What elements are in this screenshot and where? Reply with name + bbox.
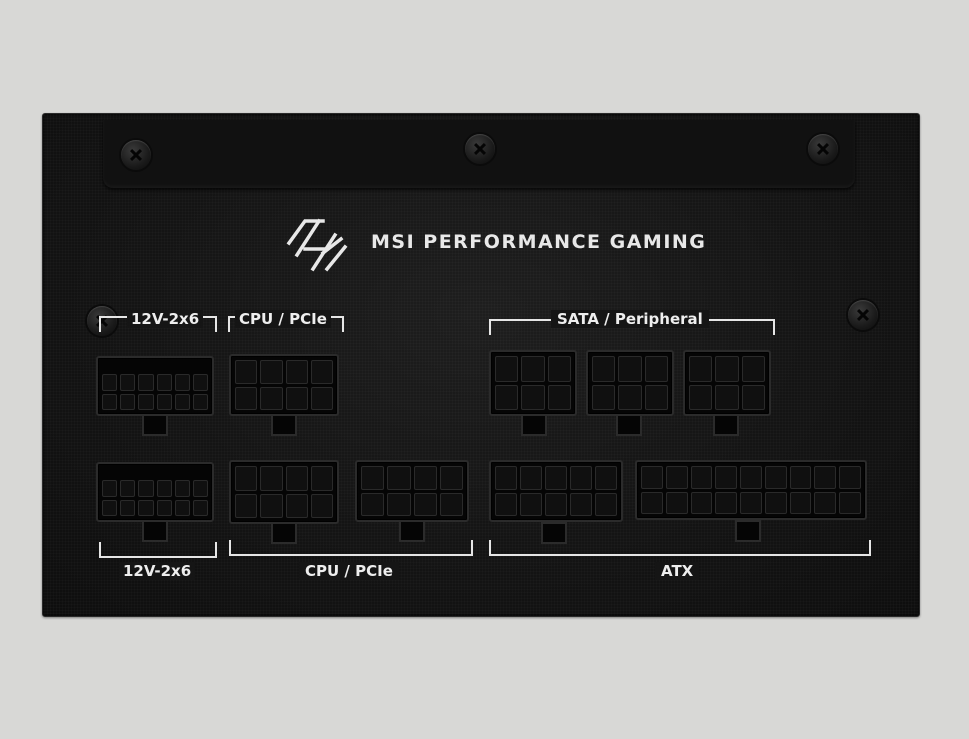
connector-12v-2x6	[96, 462, 214, 522]
connector-latch	[541, 522, 567, 544]
label-bracket	[229, 540, 473, 556]
connector-latch	[713, 414, 739, 436]
screw-icon	[121, 140, 151, 170]
connector-cpu-pcie	[229, 460, 339, 524]
label-12v-2x6-bottom: 12V-2x6	[119, 562, 196, 580]
connector-latch	[271, 522, 297, 544]
connector-latch	[521, 414, 547, 436]
label-12v-2x6-top: 12V-2x6	[127, 310, 204, 328]
screw-icon	[87, 306, 117, 336]
connector-sata-peripheral	[489, 350, 577, 416]
connector-latch	[399, 520, 425, 542]
connector-cpu-pcie	[229, 354, 339, 416]
connector-latch	[142, 520, 168, 542]
label-atx: ATX	[655, 562, 700, 580]
label-bracket	[489, 540, 871, 556]
psu-rear-panel: MSI PERFORMANCE GAMING 12V-2x6 CPU / PCI…	[42, 113, 920, 617]
connector-latch	[142, 414, 168, 436]
connector-latch	[271, 414, 297, 436]
connector-sata-peripheral	[586, 350, 674, 416]
connector-cpu-pcie	[355, 460, 469, 522]
label-cpu-pcie-bottom: CPU / PCIe	[299, 562, 399, 580]
connector-atx	[489, 460, 623, 522]
screw-icon	[465, 134, 495, 164]
screw-icon	[808, 134, 838, 164]
brand-name: MSI PERFORMANCE GAMING	[371, 231, 707, 253]
connector-12v-2x6	[96, 356, 214, 416]
label-sata-peripheral: SATA / Peripheral	[551, 310, 709, 328]
connector-latch	[616, 414, 642, 436]
connector-sata-peripheral	[683, 350, 771, 416]
connector-latch	[735, 520, 761, 542]
connector-atx	[635, 460, 867, 520]
screw-icon	[848, 300, 878, 330]
label-cpu-pcie-top: CPU / PCIe	[235, 310, 331, 328]
label-bracket	[99, 542, 217, 558]
msi-performance-gaming-logo	[286, 218, 348, 272]
